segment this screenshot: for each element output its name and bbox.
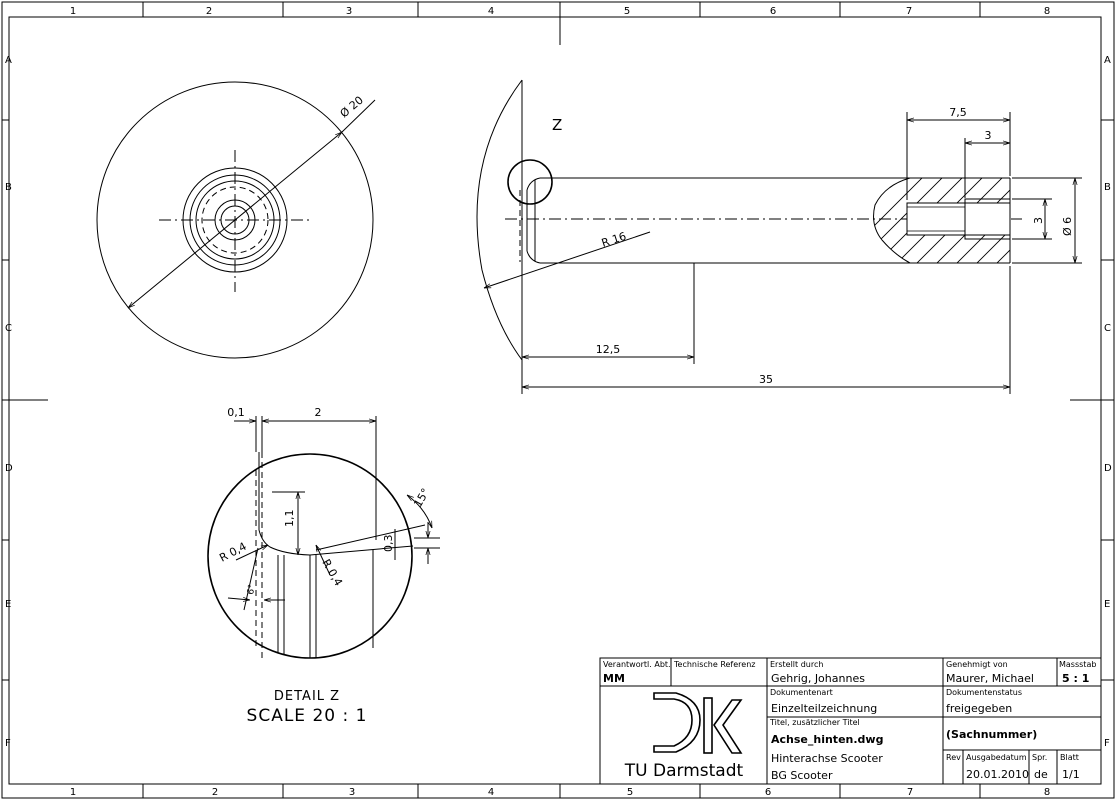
tb-massstab-label: Massstab [1059,660,1096,669]
detail-r-right: R 0,4 [319,557,345,588]
zone-col-7: 7 [906,6,912,17]
tb-verantwortl-label: Verantwortl. Abt. [603,660,671,669]
zone-col-2: 2 [206,6,212,17]
zone-col-5-bottom: 5 [627,787,633,798]
detail-z-marker [507,159,553,205]
zone-row-c: C [5,323,12,334]
zone-col-2-bottom: 2 [212,787,218,798]
tb-ausgabe-value: 20.01.2010 [966,768,1029,781]
detail-dim-6deg: 6° [246,584,258,596]
detail-dim-0-3: 0,3 [382,535,395,553]
zone-row-d-right: D [1104,463,1112,474]
detail-caption-title: DETAIL Z [274,689,340,704]
zone-row-f: F [5,738,11,749]
tb-genehmigt-value: Maurer, Michael [946,672,1034,685]
zone-col-8-bottom: 8 [1044,787,1050,798]
tb-titel-line3: BG Scooter [771,769,833,782]
tb-blatt-value: 1/1 [1062,768,1080,781]
tb-dokart-value: Einzelteilzeichnung [771,702,877,715]
detail-dim-15deg: 15° [411,486,432,509]
tb-titel-line2: Hinterachse Scooter [771,752,883,765]
zone-row-e: E [5,599,11,610]
front-view: Ø 20 [96,81,376,359]
tb-university: TU Darmstadt [624,761,744,781]
zone-row-c-right: C [1104,323,1111,334]
zone-row-e-right: E [1104,599,1110,610]
tb-blatt-label: Blatt [1060,753,1079,762]
zone-col-1: 1 [70,6,76,17]
detail-dim-2: 2 [315,406,322,419]
tb-titel-label: Titel, zusätzlicher Titel [769,718,860,727]
tb-dokstatus-value: freigegeben [946,702,1012,715]
tb-titel-line1: Achse_hinten.dwg [771,733,883,746]
zone-row-d: D [5,463,13,474]
zone-col-6-bottom: 6 [765,787,771,798]
zone-row-b-right: B [1104,182,1111,193]
title-block: Verantwortl. Abt. MM Technische Referenz… [599,657,1102,785]
front-dia-label: Ø 20 [338,94,366,121]
tb-sachnummer: (Sachnummer) [946,728,1037,741]
detail-caption-scale: SCALE 20 : 1 [247,706,368,726]
zone-row-b: B [5,182,12,193]
tb-ausgabe-label: Ausgabedatum [966,753,1027,762]
zone-row-a-right: A [1104,55,1111,66]
detail-dim-1-1: 1,1 [283,510,296,528]
zone-row-f-right: F [1104,738,1110,749]
dim-3-top: 3 [985,129,992,142]
section-hatching [873,178,1010,263]
tb-techref-label: Technische Referenz [673,660,755,669]
dim-35: 35 [759,373,773,386]
side-radius-label: R 16 [600,230,628,250]
dim-dia-6: Ø 6 [1061,217,1074,236]
zone-col-6: 6 [770,6,776,17]
tb-massstab-value: 5 : 1 [1062,672,1089,685]
zone-col-1-bottom: 1 [70,787,76,798]
zone-col-7-bottom: 7 [907,787,913,798]
detail-z-view: 0,1 2 1,1 0,3 15° R 0,4 R 0,4 6° DETAIL … [207,406,440,726]
zone-col-3: 3 [346,6,352,17]
side-view: Z [476,79,1082,394]
zone-col-4: 4 [488,6,494,17]
tb-dokart-label: Dokumentenart [770,688,833,697]
tb-spr-label: Spr. [1032,753,1047,762]
zone-col-8: 8 [1044,6,1050,17]
tb-rev-label: Rev [946,753,961,762]
view-letter-z: Z [552,116,562,134]
zone-col-5: 5 [624,6,630,17]
tb-verantwortl-value: MM [603,672,625,685]
tb-erstellt-label: Erstellt durch [770,660,823,669]
tb-genehmigt-label: Genehmigt von [946,660,1008,669]
detail-dim-0-1: 0,1 [227,406,245,419]
dim-12-5: 12,5 [596,343,621,356]
dim-7-5: 7,5 [949,106,967,119]
zone-row-a: A [5,55,12,66]
zone-col-3-bottom: 3 [349,787,355,798]
tb-dokstatus-label: Dokumentenstatus [946,688,1022,697]
dim-3-right: 3 [1032,217,1045,224]
tu-darmstadt-logo: TU Darmstadt [624,692,744,781]
zone-col-4-bottom: 4 [488,787,494,798]
tb-spr-value: de [1034,768,1048,781]
tb-erstellt-value: Gehrig, Johannes [771,672,865,685]
detail-r-left: R 0,4 [217,540,248,565]
